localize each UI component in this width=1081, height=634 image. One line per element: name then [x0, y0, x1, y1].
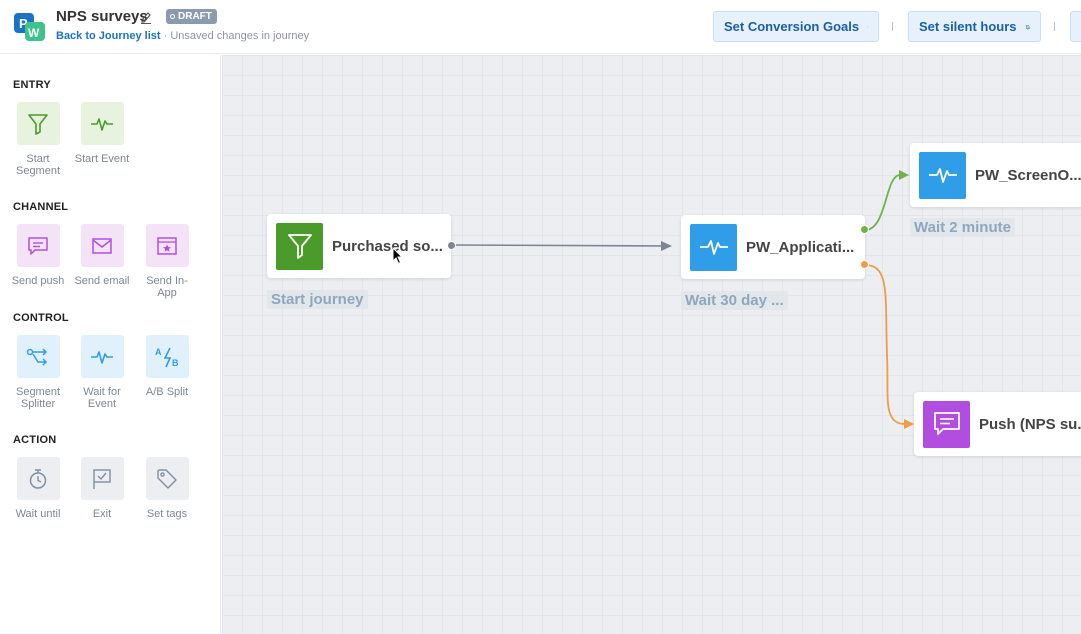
- node-label: PW_ScreenO...: [975, 166, 1081, 184]
- svg-text:B: B: [172, 358, 179, 368]
- connection-wires: [451, 170, 914, 429]
- node-caption: Wait 30 day ...: [681, 291, 788, 310]
- set-conversion-goals-label: Set Conversion Goals: [724, 19, 860, 34]
- send-inapp-tool[interactable]: Send In-App: [137, 224, 197, 299]
- send-email-label: Send email: [74, 275, 130, 287]
- set-tags-tool[interactable]: Set tags: [137, 457, 197, 520]
- connector-no-branch: [864, 264, 906, 425]
- output-port[interactable]: [447, 241, 456, 250]
- wait-until-label: Wait until: [15, 508, 61, 520]
- back-to-journey-list-link[interactable]: Back to Journey list: [56, 30, 161, 42]
- message-icon: [16, 224, 60, 267]
- node-label: Push (NPS su...: [979, 415, 1081, 433]
- svg-text:A: A: [155, 347, 162, 357]
- split-arrows-icon: [16, 335, 60, 378]
- exit-label: Exit: [92, 508, 112, 520]
- set-silent-hours-label: Set silent hours: [919, 19, 1017, 34]
- bell-off-icon: [1025, 24, 1030, 30]
- top-header: P W NPS surveys DRAFT Back to Journey li…: [0, 0, 1081, 54]
- node-label: Purchased so...: [332, 237, 443, 255]
- draft-badge-label: DRAFT: [178, 11, 212, 22]
- components-sidebar: ENTRY Start Segment Start Event CHANNEL …: [0, 55, 221, 634]
- draft-badge: DRAFT: [166, 9, 217, 24]
- exit-tool[interactable]: Exit: [72, 457, 132, 520]
- segment-splitter-label: Segment Splitter: [15, 386, 61, 410]
- wait-for-event-tool[interactable]: Wait for Event: [72, 335, 132, 410]
- svg-text:P: P: [19, 16, 28, 31]
- section-channel: CHANNEL: [13, 201, 69, 213]
- send-push-tool[interactable]: Send push: [8, 224, 68, 287]
- app-logo[interactable]: P W: [13, 12, 47, 42]
- exit-flag-icon: [80, 457, 124, 500]
- pulse-icon: [919, 151, 966, 199]
- connector-start-to-event: [451, 244, 671, 247]
- connector-yes-branch: [864, 174, 901, 231]
- pulse-icon: [690, 223, 737, 271]
- message-icon: [923, 400, 970, 448]
- subline-separator: ·: [160, 30, 171, 42]
- section-entry: ENTRY: [13, 79, 51, 91]
- header-divider: [892, 22, 893, 31]
- inapp-icon: [145, 224, 189, 267]
- pencil-icon[interactable]: [140, 10, 152, 24]
- svg-text:W: W: [28, 26, 40, 40]
- set-tags-label: Set tags: [146, 508, 188, 520]
- unsaved-changes-text: Unsaved changes in journey: [170, 30, 310, 42]
- pulse-icon: [80, 102, 124, 145]
- send-inapp-label: Send In-App: [146, 275, 188, 299]
- node-caption: Start journey: [267, 290, 368, 309]
- no-output-port[interactable]: [860, 260, 869, 269]
- node-label: PW_Applicati...: [746, 238, 855, 256]
- journey-title: NPS surveys: [56, 8, 148, 25]
- wait-for-event-label: Wait for Event: [83, 386, 121, 410]
- trophy-icon: [867, 26, 868, 27]
- yes-output-port[interactable]: [860, 225, 869, 234]
- section-action: ACTION: [13, 434, 57, 446]
- status-dot-icon: [170, 14, 175, 19]
- set-conversion-goals-button[interactable]: Set Conversion Goals: [713, 11, 879, 42]
- wait-event-node[interactable]: PW_ScreenO...: [910, 143, 1081, 207]
- start-event-tool[interactable]: Start Event: [72, 102, 132, 165]
- start-segment-node[interactable]: Purchased so...: [267, 214, 451, 278]
- mouse-cursor-icon: [392, 246, 404, 265]
- header-extra-button[interactable]: [1070, 11, 1081, 42]
- journey-subline: Back to Journey list · Unsaved changes i…: [56, 30, 309, 42]
- wait-event-node[interactable]: PW_Applicati...: [681, 215, 865, 279]
- envelope-icon: [80, 224, 124, 267]
- start-segment-label: Start Segment: [15, 153, 61, 177]
- filter-icon: [276, 222, 323, 270]
- send-email-tool[interactable]: Send email: [72, 224, 132, 287]
- wait-until-tool[interactable]: Wait until: [8, 457, 68, 520]
- start-event-label: Start Event: [74, 153, 130, 165]
- start-segment-tool[interactable]: Start Segment: [8, 102, 68, 177]
- pulse-icon: [80, 335, 124, 378]
- segment-splitter-tool[interactable]: Segment Splitter: [8, 335, 68, 410]
- tag-icon: [145, 457, 189, 500]
- node-caption: Wait 2 minute: [910, 218, 1015, 237]
- section-control: CONTROL: [13, 312, 69, 324]
- filter-icon: [16, 102, 60, 145]
- send-push-label: Send push: [11, 275, 65, 287]
- ab-split-label: A/B Split: [145, 386, 189, 398]
- header-divider: [1054, 22, 1055, 31]
- set-silent-hours-button[interactable]: Set silent hours: [908, 11, 1041, 42]
- journey-canvas[interactable]: Purchased so... Start journey PW_Applica…: [222, 55, 1081, 634]
- send-push-node[interactable]: Push (NPS su...: [914, 392, 1081, 456]
- stopwatch-icon: [16, 457, 60, 500]
